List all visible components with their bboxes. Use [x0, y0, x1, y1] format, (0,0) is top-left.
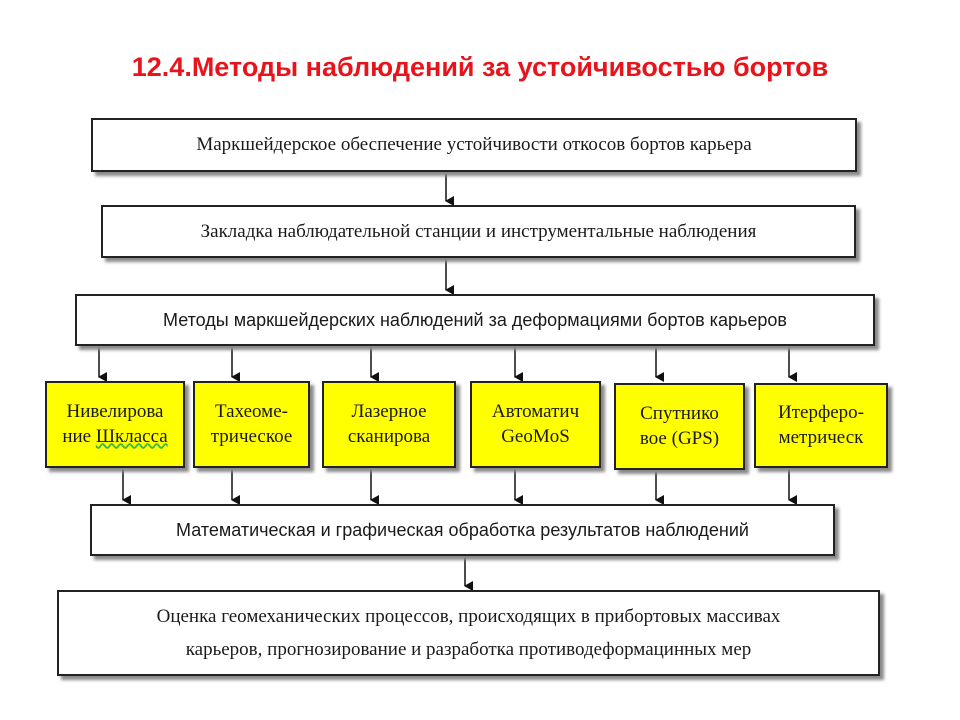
method-leveling-line2a: ние — [62, 425, 96, 447]
method-laser-scanning-line2: сканирова — [347, 425, 431, 447]
method-tacheometric-line1: Тахеоме- — [215, 400, 288, 422]
box-processing-label: Математическая и графическая обработка р… — [176, 519, 749, 540]
box-observation-methods: Методы маркшейдерских наблюдений за дефо… — [75, 294, 875, 346]
slide-title: 12.4.Методы наблюдений за устойчивостью … — [131, 52, 829, 82]
method-automatic-geomos-line1: Автоматич — [491, 400, 580, 422]
box-assessment-line2: карьеров, прогнозирование и разработка п… — [185, 639, 752, 660]
box-observation-station-label: Закладка наблюдательной станции и инстру… — [200, 220, 757, 242]
box-observation-methods-label: Методы маркшейдерских наблюдений за дефо… — [163, 309, 787, 330]
method-leveling: Нивелирова ние Шкласса — [45, 381, 185, 468]
box-survey-support-label: Маркшейдерское обеспечение устойчивости … — [196, 134, 752, 155]
method-automatic-geomos: Автоматич GeoMoS — [470, 381, 601, 468]
method-tacheometric-line2: трическое — [210, 425, 293, 447]
method-interferometric: Итерферо- метрическ — [754, 383, 888, 468]
box-observation-station: Закладка наблюдательной станции и инстру… — [101, 205, 856, 258]
box-processing: Математическая и графическая обработка р… — [90, 504, 835, 556]
method-satellite-gps-line1: Спутнико — [640, 402, 719, 424]
method-satellite-gps-line2: вое (GPS) — [639, 427, 720, 449]
method-laser-scanning: Лазерное сканирова — [322, 381, 456, 468]
box-assessment-line1: Оценка геомеханических процессов, происх… — [156, 605, 781, 627]
box-survey-support: Маркшейдерское обеспечение устойчивости … — [91, 118, 857, 172]
method-satellite-gps: Спутнико вое (GPS) — [614, 383, 745, 470]
method-laser-scanning-line1: Лазерное — [351, 400, 427, 422]
method-interferometric-line2: метрическ — [778, 426, 864, 448]
method-interferometric-line1: Итерферо- — [777, 401, 865, 423]
method-leveling-line2b: Шкласса — [95, 425, 168, 447]
box-assessment: Оценка геомеханических процессов, происх… — [57, 590, 880, 676]
method-automatic-geomos-line2: GeoMoS — [501, 425, 570, 447]
method-leveling-line1: Нивелирова — [66, 400, 164, 422]
method-tacheometric: Тахеоме- трическое — [193, 381, 310, 468]
